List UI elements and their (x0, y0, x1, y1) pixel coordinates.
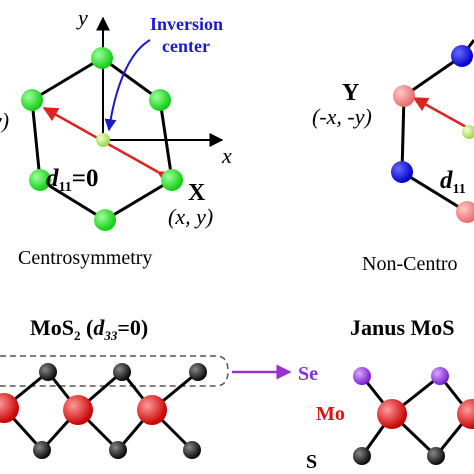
atom-s-top-2 (113, 363, 131, 381)
atom-mo-j-2 (457, 399, 474, 429)
label-se: Se (298, 363, 318, 385)
atom-green-lower-right (161, 169, 183, 191)
arrow-b (412, 96, 469, 130)
label-s: S (306, 451, 317, 473)
caption-non-centro: Non-Centro (362, 253, 458, 275)
janus-title: Janus MoS (350, 315, 455, 340)
atom-s-bottom-2 (109, 441, 127, 459)
x-axis-label: x (221, 143, 232, 168)
atom-center-b (462, 125, 474, 139)
mos2-title: MoS2 (d33=0) (30, 315, 148, 343)
inversion-arrow (104, 39, 151, 132)
atom-green-top (91, 47, 113, 69)
atom-green-lower-left (29, 169, 51, 191)
label-mo: Mo (316, 403, 345, 425)
atom-blue-left (391, 161, 413, 183)
atom-s-j-1 (353, 447, 371, 465)
atom-s-bottom-1 (33, 441, 51, 459)
mos2-bonds (2, 370, 199, 452)
atom-mo-3 (137, 395, 167, 425)
atom-green-upper-left (21, 89, 43, 111)
y-axis-label: y (76, 5, 88, 30)
atom-se-1 (353, 367, 371, 385)
atom-mo-j-1 (377, 399, 407, 429)
atom-blue-top (451, 45, 473, 67)
atom-green-upper-right (149, 89, 171, 111)
top-layer-dashed-box (0, 355, 229, 387)
atom-mo-2 (63, 395, 93, 425)
coefficient-d11-b: d11 (440, 167, 466, 197)
point-x-name: X (188, 180, 206, 206)
point-x-coords: (x, y) (168, 204, 213, 229)
panel-janus: Janus MoS Se Mo S (298, 315, 474, 473)
atom-pink-left (393, 85, 415, 107)
atom-s-j-2 (427, 447, 445, 465)
atom-center (96, 133, 110, 147)
point-y-coords: (-x, -y) (312, 104, 372, 129)
inversion-label-line2: center (162, 36, 210, 56)
atom-s-bottom-3 (183, 441, 201, 459)
caption-centrosymmetry: Centrosymmetry (18, 247, 152, 269)
point-y-name: Y (342, 80, 359, 106)
atom-mo-1 (0, 393, 19, 423)
atom-green-bottom (94, 209, 116, 231)
atom-s-top-1 (39, 363, 57, 381)
atom-se-2 (431, 367, 449, 385)
atom-s-top-3 (189, 363, 207, 381)
left-coords-fragment: y) (0, 108, 9, 133)
inversion-label-line1: Inversion (150, 14, 223, 34)
panel-non-centrosymmetry: Y (-x, -y) d11 Non-Centro (312, 39, 474, 275)
panel-mos2: MoS2 (d33=0) (0, 315, 292, 459)
coefficient-d11-zero: d11=0 (46, 165, 98, 195)
atom-pink-bottom (456, 201, 474, 223)
panel-centrosymmetry: y x Inversion center d11=0 X (x, y) y) C… (0, 5, 232, 269)
